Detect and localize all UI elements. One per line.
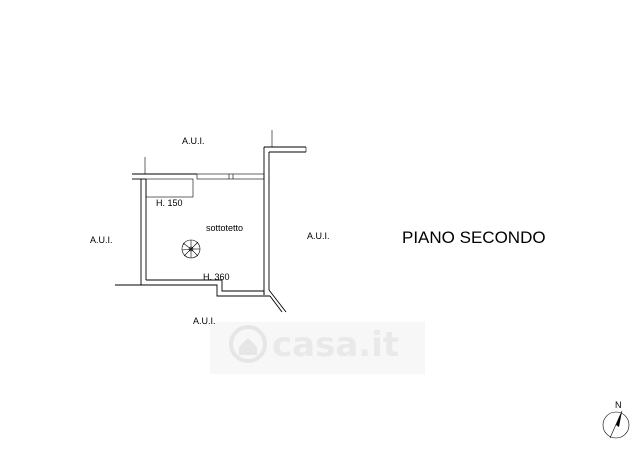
label-aui-bottom: A.U.I. <box>193 316 216 326</box>
height-low-label: H. 150 <box>156 198 183 208</box>
spiral-staircase <box>181 239 201 259</box>
low-height-area <box>145 178 194 198</box>
compass-circle <box>602 411 630 439</box>
bottom-wall-outer <box>115 284 270 297</box>
top-window <box>196 173 265 180</box>
label-aui-left: A.U.I. <box>90 235 113 245</box>
north-arrow: N <box>602 400 630 439</box>
room-name: sottotetto <box>206 223 243 233</box>
label-aui-top: A.U.I. <box>182 136 205 146</box>
height-high-label: H. 360 <box>203 272 230 282</box>
north-label: N <box>615 400 622 410</box>
watermark: casa.it <box>210 322 425 374</box>
north-needle-tip-icon <box>616 411 622 427</box>
diagonal-wall-inner <box>268 289 287 313</box>
bottom-wall-inner <box>146 279 265 295</box>
house-icon <box>229 325 267 363</box>
label-aui-right: A.U.I. <box>307 231 330 241</box>
watermark-text: casa.it <box>272 325 399 365</box>
walls <box>115 130 307 313</box>
diagonal-wall-outer <box>269 295 283 313</box>
north-needle-icon <box>609 410 623 439</box>
floor-title: PIANO SECONDO <box>402 228 546 247</box>
